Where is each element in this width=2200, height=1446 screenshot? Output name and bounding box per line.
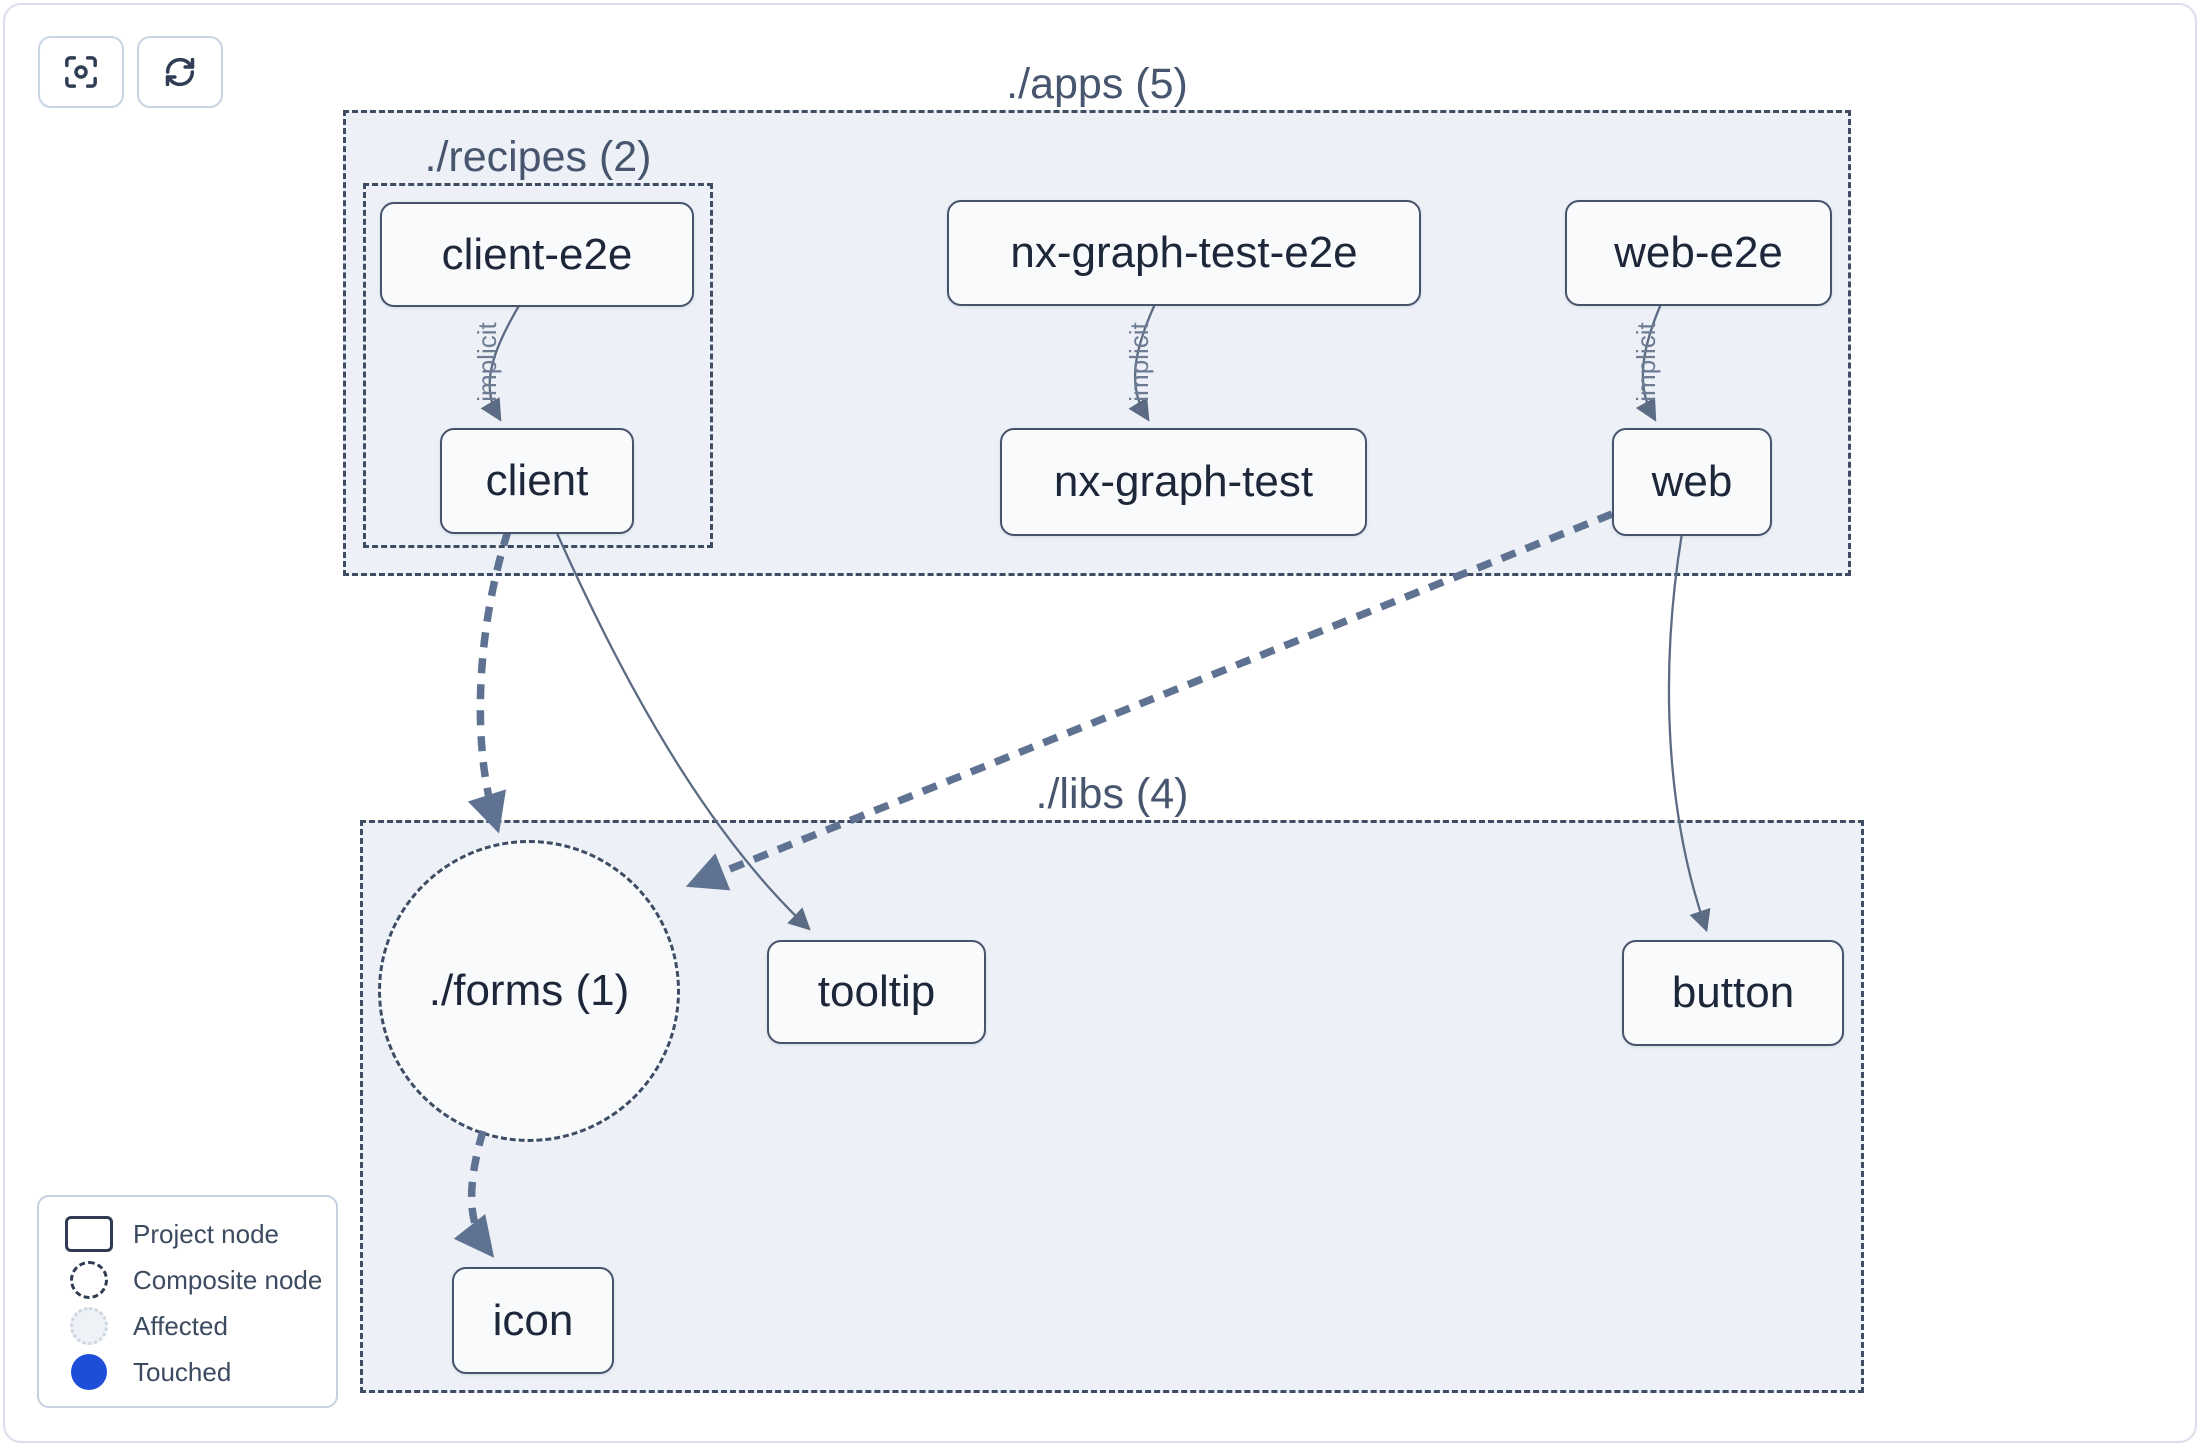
- legend-label: Affected: [133, 1310, 228, 1341]
- legend-label: Touched: [133, 1356, 232, 1387]
- node-web[interactable]: web: [1612, 428, 1772, 536]
- node-tooltip-label: tooltip: [817, 967, 936, 1016]
- group-apps-label: ./apps (5): [1006, 60, 1188, 108]
- project-node-swatch: [65, 1216, 113, 1252]
- legend-row-affected: Affected: [65, 1303, 336, 1349]
- node-web-e2e[interactable]: web-e2e: [1565, 200, 1832, 306]
- affected-swatch: [65, 1307, 113, 1345]
- node-client-label: client: [485, 456, 589, 505]
- group-libs-label: ./libs (4): [1035, 770, 1189, 818]
- focus-button[interactable]: [38, 36, 124, 108]
- legend-row-project-node: Project node: [65, 1211, 336, 1257]
- node-button[interactable]: button: [1622, 940, 1844, 1046]
- composite-node-forms-label: ./forms (1): [428, 966, 630, 1015]
- legend-label: Project node: [133, 1218, 279, 1249]
- node-nx-graph-test[interactable]: nx-graph-test: [1000, 428, 1367, 536]
- edge-label-implicit: implicit: [472, 322, 502, 402]
- node-client-e2e[interactable]: client-e2e: [380, 202, 694, 307]
- node-web-label: web: [1651, 457, 1733, 506]
- node-button-label: button: [1671, 968, 1795, 1017]
- node-icon[interactable]: icon: [452, 1267, 614, 1374]
- node-nx-graph-test-e2e-label: nx-graph-test-e2e: [1010, 228, 1358, 277]
- legend-row-touched: Touched: [65, 1349, 336, 1395]
- node-client[interactable]: client: [440, 428, 634, 534]
- node-client-e2e-label: client-e2e: [441, 229, 633, 279]
- legend-label: Composite node: [133, 1264, 323, 1295]
- legend: Project node Composite node Affected Tou…: [37, 1195, 338, 1408]
- node-web-e2e-label: web-e2e: [1614, 228, 1783, 277]
- legend-row-composite-node: Composite node: [65, 1257, 336, 1303]
- edge-label-implicit: implicit: [1631, 322, 1661, 402]
- node-icon-label: icon: [492, 1295, 574, 1345]
- composite-node-swatch: [65, 1261, 113, 1299]
- node-nx-graph-test-e2e[interactable]: nx-graph-test-e2e: [947, 200, 1421, 306]
- node-nx-graph-test-label: nx-graph-test: [1053, 457, 1314, 506]
- refresh-icon: [160, 52, 200, 92]
- refresh-button[interactable]: [137, 36, 223, 108]
- composite-node-forms[interactable]: ./forms (1): [378, 840, 680, 1142]
- group-recipes-label: ./recipes (2): [424, 133, 652, 181]
- focus-frame-icon: [61, 52, 101, 92]
- edge-label-implicit: implicit: [1124, 322, 1154, 402]
- node-tooltip[interactable]: tooltip: [767, 940, 986, 1044]
- touched-swatch: [65, 1354, 113, 1390]
